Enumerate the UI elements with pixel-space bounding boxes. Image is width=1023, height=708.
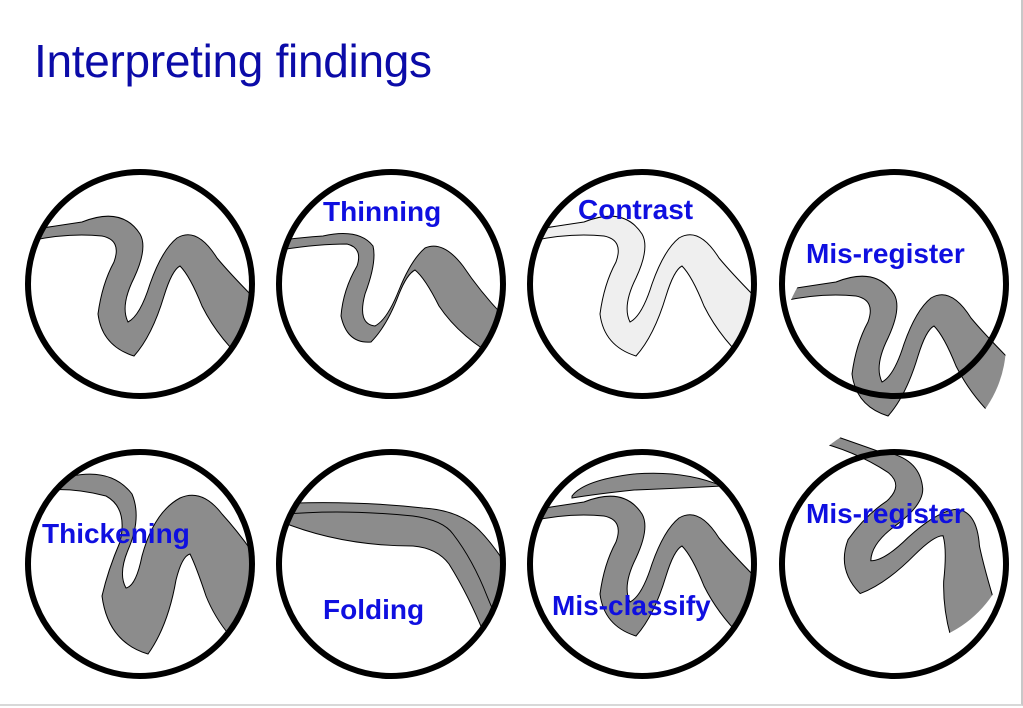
cortex-shape [28,473,252,668]
cortex-shape [530,495,754,658]
panel-contrast: Contrast [524,166,760,402]
panel-mis-register-shift-diagram [779,169,1009,438]
slide-title: Interpreting findings [34,35,432,87]
panel-mis-register-rotate: Mis-register [776,428,1012,682]
panel-border [779,449,1009,679]
panel-original [22,166,258,402]
sliver-shape [571,472,723,499]
panel-mis-classify-diagram [527,449,757,679]
cortex-shape [279,233,503,367]
panel-label: Mis-register [806,498,965,529]
cortex-shape [530,215,754,378]
panel-label: Thinning [323,196,442,227]
cortex-shape [28,215,252,378]
panel-label: Thickening [42,518,190,549]
panel-thickening: Thickening [22,446,258,682]
panel-border [276,169,506,399]
panel-border [527,449,757,679]
panel-thinning-diagram [276,169,506,399]
panel-mis-classify: Mis-classify [524,446,760,682]
panel-border [527,169,757,399]
panel-label: Contrast [578,194,694,225]
panel-border [25,449,255,679]
panel-border [276,449,506,679]
panel-label: Mis-classify [552,590,711,621]
panel-thinning: Thinning [273,166,509,402]
panel-label: Folding [323,594,425,625]
panel-mis-register-rotate-diagram [779,428,1009,679]
panel-border [25,169,255,399]
panel-mis-register-shift: Mis-register [776,166,1012,438]
panel-thickening-diagram [25,449,255,679]
panel-original-diagram [25,169,255,399]
panel-label: Mis-register [806,238,965,269]
panel-contrast-diagram [527,169,757,399]
panel-folding-diagram [276,449,506,679]
panel-border [779,169,1009,399]
panel-folding: Folding [273,446,509,682]
cortex-shape [782,275,1006,438]
